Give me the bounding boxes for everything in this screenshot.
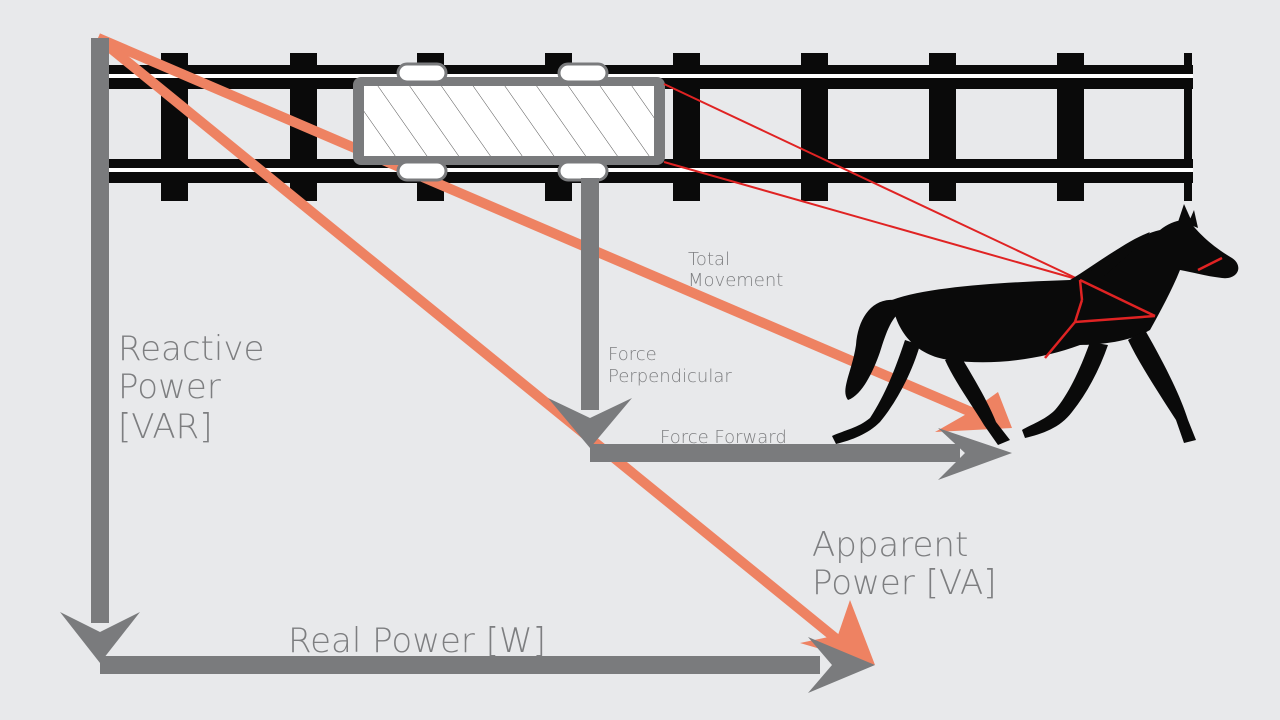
reactive-power-arrow	[60, 38, 140, 663]
svg-text:Reactive: Reactive	[118, 329, 264, 369]
svg-text:Perpendicular: Perpendicular	[608, 366, 732, 387]
force-perpendicular-label: Force Perpendicular	[608, 344, 732, 387]
svg-text:Force: Force	[608, 344, 657, 365]
horse-silhouette-icon	[832, 204, 1239, 445]
svg-text:Apparent: Apparent	[812, 525, 968, 565]
total-movement-label: Total Movement	[688, 249, 783, 291]
force-perpendicular-arrow	[548, 178, 632, 448]
tow-ropes	[663, 83, 1081, 281]
svg-text:Total: Total	[688, 249, 730, 270]
svg-text:[VAR]: [VAR]	[118, 407, 213, 447]
real-power-arrow	[100, 637, 875, 693]
apparent-power-label: Apparent Power [VA]	[812, 525, 996, 603]
svg-text:Power: Power	[118, 367, 221, 407]
force-forward-label: Force Forward	[660, 427, 787, 448]
force-forward-arrow	[590, 428, 1012, 480]
apparent-power-arrow	[94, 34, 875, 665]
rail-cart-icon	[353, 62, 665, 182]
reactive-power-label: Reactive Power [VAR]	[118, 329, 264, 447]
svg-text:Power [VA]: Power [VA]	[812, 563, 996, 603]
real-power-label: Real Power [W]	[288, 621, 546, 661]
svg-text:Movement: Movement	[688, 270, 783, 291]
